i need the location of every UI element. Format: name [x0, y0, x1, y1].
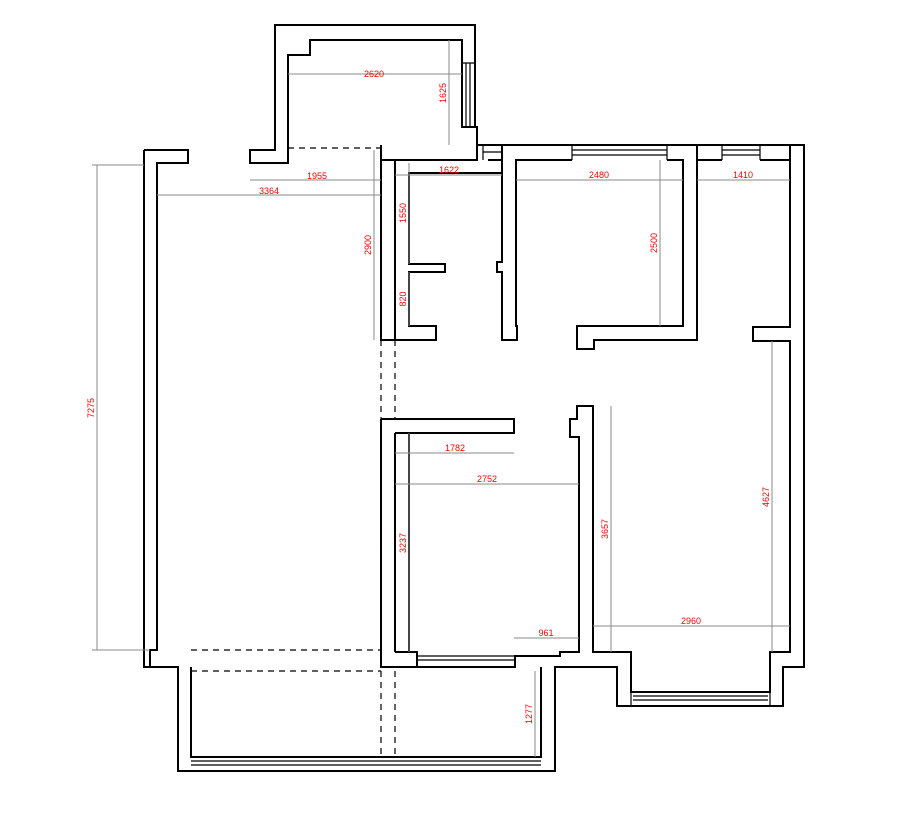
lower-room-window — [417, 655, 515, 661]
dimension-labels: 2620 1625 1955 3364 1622 2480 1410 1550 … — [86, 69, 771, 724]
dimension-label-7275: 7275 — [86, 398, 96, 418]
dimension-label-1625: 1625 — [438, 83, 448, 103]
annex-inner-wall — [287, 39, 477, 163]
dimension-label-1782: 1782 — [445, 443, 465, 453]
dimension-label-1410: 1410 — [733, 170, 753, 180]
dimension-label-1955: 1955 — [307, 171, 327, 181]
dimension-label-2752: 2752 — [477, 474, 497, 484]
dimension-label-2900: 2900 — [363, 235, 373, 255]
top-window-small — [482, 145, 502, 160]
lower-room-inner — [394, 432, 409, 652]
dimension-label-820: 820 — [398, 291, 408, 306]
dimension-label-2620: 2620 — [364, 69, 384, 79]
dimension-label-3364: 3364 — [259, 186, 279, 196]
dimension-lines — [92, 40, 790, 757]
bedroom-2-window — [721, 145, 761, 160]
bedroom-2-wall — [696, 145, 791, 161]
balcony-rail — [191, 760, 541, 766]
dimension-label-3657: 3657 — [600, 519, 610, 539]
dimension-label-1622: 1622 — [439, 165, 459, 175]
dashed-openings — [191, 147, 396, 757]
dimension-label-961: 961 — [538, 628, 553, 638]
dimension-label-2500: 2500 — [649, 233, 659, 253]
lower-room-wall — [380, 418, 515, 668]
dimension-label-3237: 3237 — [398, 533, 408, 553]
dimension-label-1550: 1550 — [398, 203, 408, 223]
central-wall-outer — [380, 145, 395, 341]
bedroom-1-wall — [496, 145, 698, 350]
balcony-wall — [190, 667, 542, 758]
dimension-label-2960: 2960 — [681, 616, 701, 626]
outer-wall — [144, 24, 805, 772]
outer-wall-inner-right — [395, 160, 791, 693]
bay-window-lines — [630, 692, 771, 706]
bedroom-1-window — [571, 145, 668, 160]
dimension-label-4627: 4627 — [761, 487, 771, 507]
walls — [143, 24, 805, 772]
top-wall-segment — [381, 145, 478, 161]
dimension-label-1277: 1277 — [524, 704, 534, 724]
dimension-label-2480: 2480 — [589, 170, 609, 180]
annex-window — [462, 62, 475, 127]
outer-wall-left-top — [143, 150, 150, 668]
